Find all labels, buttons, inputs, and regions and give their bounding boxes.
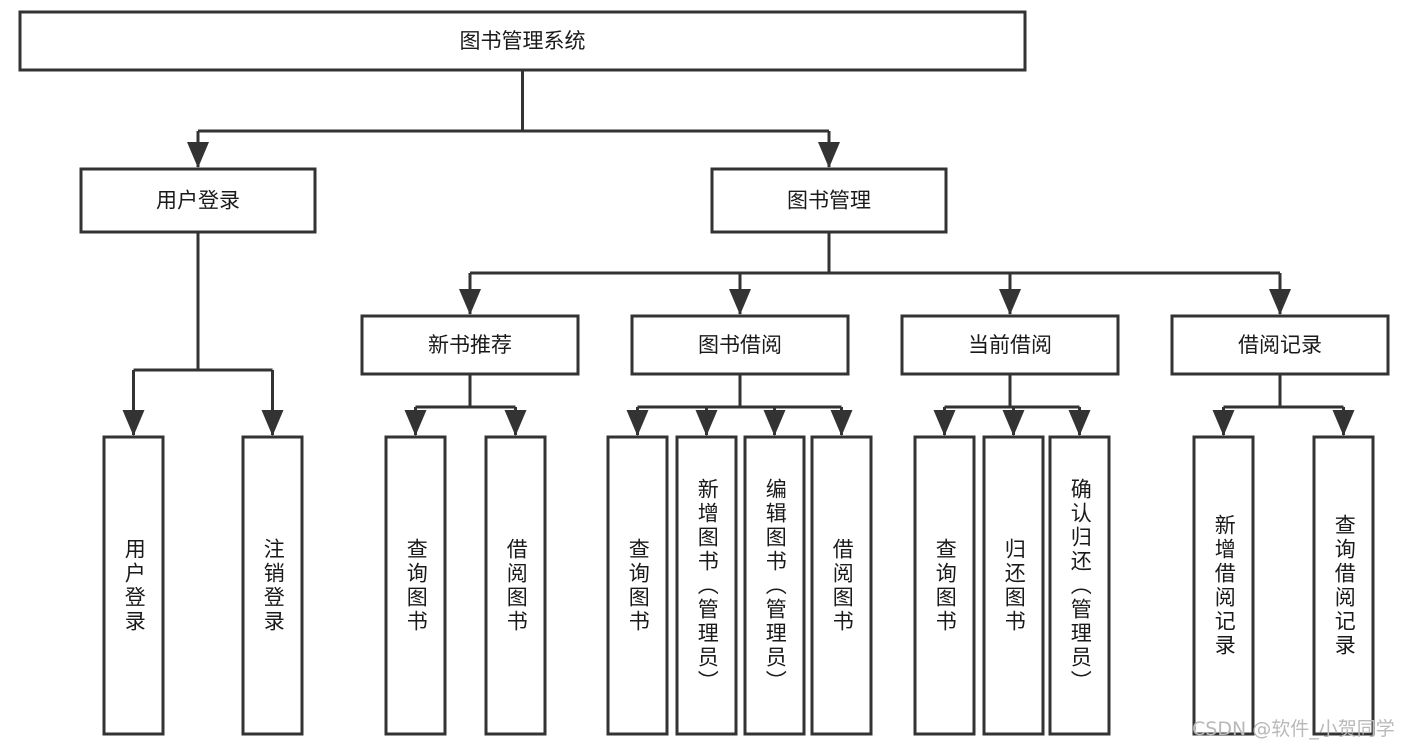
arrow-head-icon bbox=[404, 410, 427, 436]
node-borrow-record-label: 借阅记录 bbox=[1238, 333, 1322, 357]
node-leaf-add-record[interactable] bbox=[1192, 435, 1255, 736]
node-book-borrow[interactable] bbox=[630, 314, 850, 376]
arrow-head-icon bbox=[187, 142, 209, 168]
node-user-login-label: 用户登录 bbox=[156, 189, 240, 213]
node-leaf-borrow-book-1[interactable] bbox=[484, 435, 547, 736]
node-root-label: 图书管理系统 bbox=[460, 29, 586, 53]
arrow-head-icon bbox=[695, 410, 718, 436]
arrow-head-icon bbox=[504, 410, 527, 436]
node-leaf-query-book-1[interactable] bbox=[384, 435, 447, 736]
arrow-head-icon bbox=[729, 289, 751, 315]
node-leaf-user-login[interactable] bbox=[102, 435, 165, 736]
arrow-head-icon bbox=[818, 142, 840, 168]
node-leaf-query-book-3[interactable] bbox=[913, 435, 976, 736]
arrow-head-icon bbox=[626, 410, 649, 436]
node-user-login[interactable] bbox=[79, 167, 317, 234]
node-leaf-borrow-book-2[interactable] bbox=[810, 435, 873, 736]
node-book-manage[interactable] bbox=[710, 167, 948, 234]
node-current-borrow[interactable] bbox=[900, 314, 1120, 376]
arrow-head-icon bbox=[999, 289, 1021, 315]
arrow-head-icon bbox=[933, 410, 956, 436]
node-book-manage-label: 图书管理 bbox=[787, 189, 871, 213]
arrow-head-icon bbox=[1068, 410, 1091, 436]
arrow-head-icon bbox=[1002, 410, 1025, 436]
node-current-borrow-label: 当前借阅 bbox=[968, 333, 1052, 357]
node-leaf-user-logout[interactable] bbox=[241, 435, 304, 736]
watermark: CSDN @软件_小贺同学 bbox=[1192, 718, 1395, 740]
node-borrow-record[interactable] bbox=[1170, 314, 1390, 376]
arrow-head-icon bbox=[261, 410, 284, 436]
node-leaf-edit-book[interactable] bbox=[743, 435, 806, 736]
arrow-head-icon bbox=[1332, 410, 1355, 436]
arrow-head-icon bbox=[763, 410, 786, 436]
node-book-borrow-label: 图书借阅 bbox=[698, 333, 782, 357]
arrow-head-icon bbox=[459, 289, 481, 315]
node-new-book-recommend-label: 新书推荐 bbox=[428, 333, 512, 357]
node-leaf-add-book[interactable] bbox=[675, 435, 738, 736]
node-leaf-confirm-return[interactable] bbox=[1048, 435, 1111, 736]
arrow-head-icon bbox=[122, 410, 145, 436]
arrow-head-icon bbox=[1212, 410, 1235, 436]
node-leaf-query-record[interactable] bbox=[1312, 435, 1375, 736]
node-leaf-query-book-2[interactable] bbox=[606, 435, 669, 736]
node-leaf-return-book[interactable] bbox=[982, 435, 1045, 736]
arrow-head-icon bbox=[1269, 289, 1291, 315]
connectors-layer bbox=[122, 70, 1355, 436]
arrow-head-icon bbox=[830, 410, 853, 436]
boxes-layer bbox=[18, 10, 1390, 736]
node-root[interactable] bbox=[18, 10, 1027, 72]
node-new-book-recommend[interactable] bbox=[360, 314, 580, 376]
